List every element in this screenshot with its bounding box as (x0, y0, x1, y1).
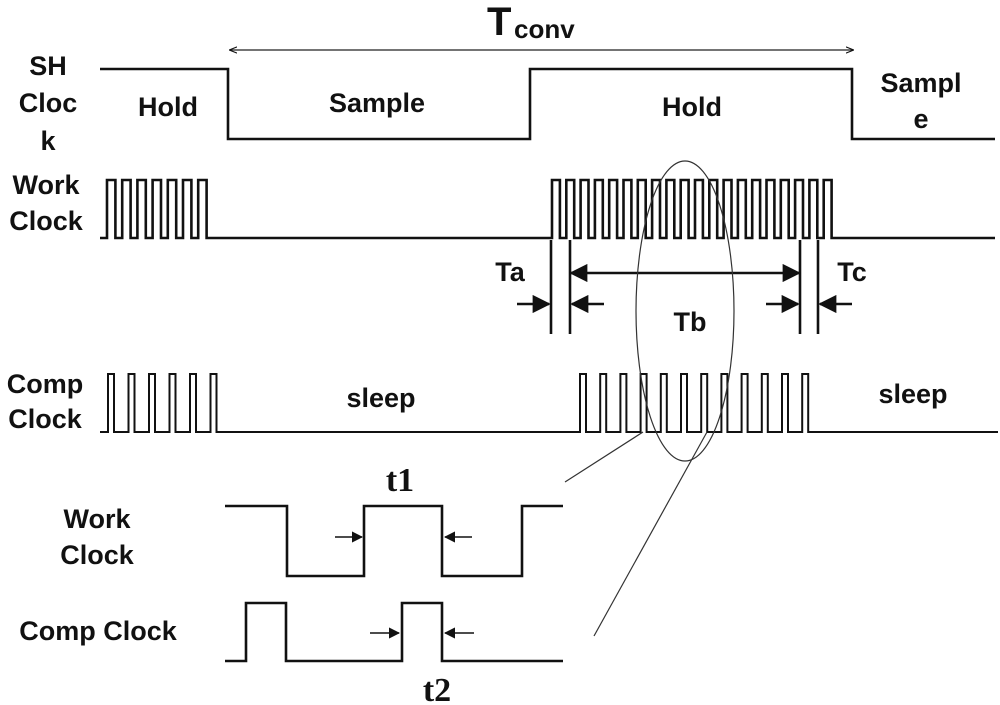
sh-clock-label-line-3: k (40, 126, 56, 156)
ta-label: Ta (495, 257, 525, 287)
sh-phase-sample-2-line-2: e (913, 104, 928, 134)
work-clock-label-line-1: Work (12, 170, 80, 200)
sh-clock-row: SH Cloc k Hold Sample Hold Sampl e (19, 51, 995, 156)
comp-state-sleep-2: sleep (878, 379, 947, 409)
zoom-comp-label: Comp Clock (19, 616, 178, 646)
comp-clock-label-line-1: Comp (7, 369, 84, 399)
tconv-period: T conv (230, 0, 853, 50)
zoom-ellipse (635, 160, 735, 462)
tconv-symbol: T (487, 0, 511, 44)
sh-phase-sample-1: Sample (329, 88, 425, 118)
sh-clock-waveform (100, 67, 995, 141)
sh-clock-label-line-1: SH (29, 51, 67, 81)
zoom-comp-clock-row: Comp Clock t2 (19, 601, 563, 705)
zoom-work-waveform (225, 504, 563, 578)
zoom-line-lower (593, 431, 708, 637)
comp-clock-waveform (100, 373, 998, 433)
tconv-subscript: conv (514, 14, 575, 44)
work-clock-label-line-2: Clock (9, 206, 84, 236)
work-clock-row: Work Clock (9, 170, 995, 240)
timing-markers: Ta Tb Tc (495, 240, 867, 337)
tc-label: Tc (837, 257, 867, 287)
zoom-work-label-line-2: Clock (60, 540, 135, 570)
work-clock-waveform (100, 178, 995, 240)
comp-clock-label-line-2: Clock (8, 404, 83, 434)
zoom-comp-waveform (225, 601, 563, 663)
sh-phase-hold-2: Hold (662, 92, 722, 122)
comp-state-sleep-1: sleep (346, 383, 415, 413)
zoom-work-label-line-1: Work (63, 504, 131, 534)
t1-label: t1 (386, 462, 414, 499)
sh-phase-hold-1: Hold (138, 92, 198, 122)
sh-clock-label-line-2: Cloc (19, 88, 78, 118)
t2-label: t2 (423, 672, 451, 705)
zoom-line-upper (564, 431, 644, 483)
tb-label: Tb (674, 307, 707, 337)
zoom-indicator (564, 160, 735, 637)
zoom-work-clock-row: Work Clock t1 (60, 462, 563, 578)
sh-phase-sample-2-line-1: Sampl (880, 68, 961, 98)
comp-clock-row: Comp Clock sleep sleep (7, 369, 998, 434)
